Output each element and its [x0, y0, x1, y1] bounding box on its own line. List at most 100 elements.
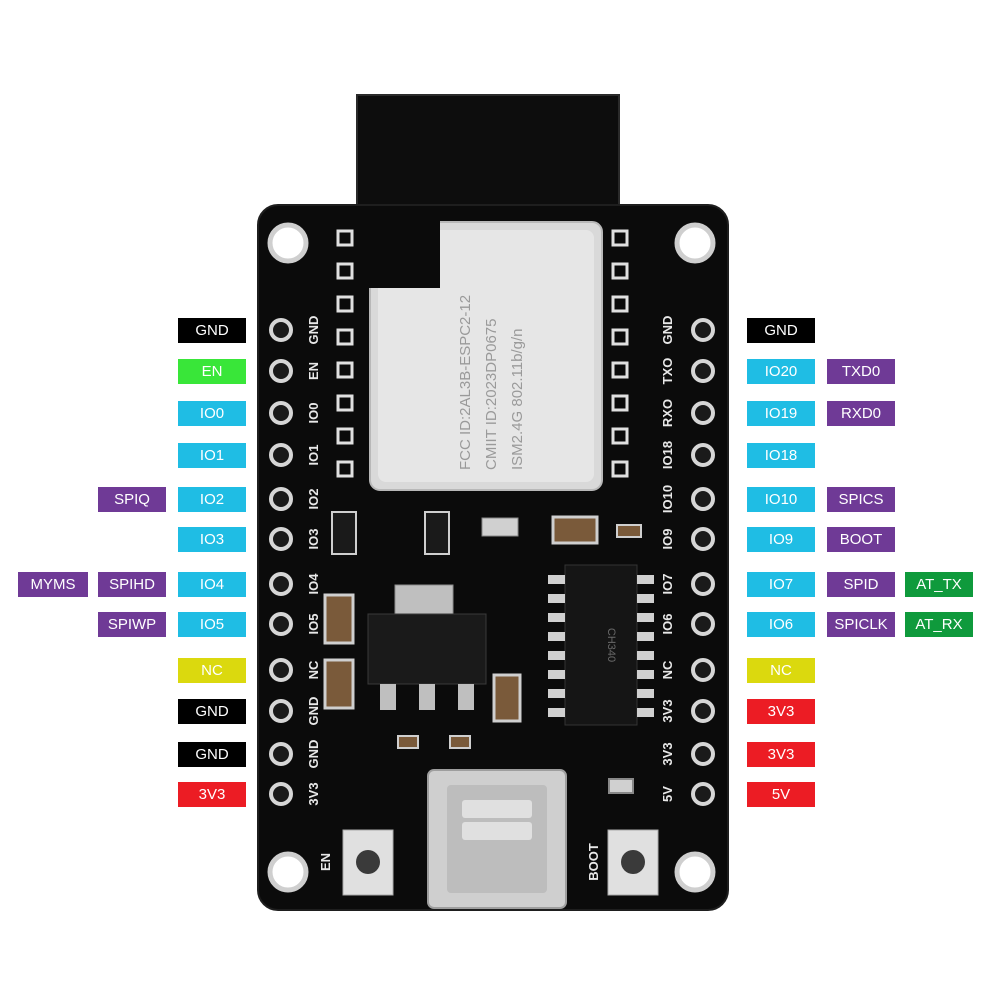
left-header-pin [269, 742, 293, 766]
right-pin-label-3v3: 3V3 [747, 742, 815, 767]
chip-leg [548, 651, 565, 660]
right-header-pin [691, 782, 715, 806]
silkscreen-pin-label: IO5 [306, 614, 321, 635]
right-header-pin [691, 359, 715, 383]
right-pin-label-nc: NC [747, 658, 815, 683]
left-header-pin [269, 782, 293, 806]
usb-serial-chip: CH340 [548, 564, 654, 726]
left-pin-label-en: EN [178, 359, 246, 384]
silkscreen-pin-label: RXO [660, 399, 675, 427]
module-pad [611, 361, 629, 379]
chip-leg [548, 575, 565, 584]
chip-leg [548, 594, 565, 603]
boot-button-label: BOOT [586, 843, 601, 881]
right-header-pin [691, 401, 715, 425]
right-pin-label-io18: IO18 [747, 443, 815, 468]
chip-leg [637, 708, 654, 717]
right-pin-label-gnd: GND [747, 318, 815, 343]
header-pins [269, 318, 715, 806]
silkscreen-pin-label: IO6 [660, 614, 675, 635]
right-pin-label-3v3: 3V3 [747, 699, 815, 724]
right-header-pin [691, 443, 715, 467]
right-pin-label-5v: 5V [747, 782, 815, 807]
right-header-pin [691, 742, 715, 766]
chip-leg [548, 632, 565, 641]
left-pin-label-myms: MYMS [18, 572, 88, 597]
silkscreen-pin-label: IO3 [306, 529, 321, 550]
left-pin-label-io5: IO5 [178, 612, 246, 637]
right-pin-label-at-rx: AT_RX [905, 612, 973, 637]
left-pin-label-spiwp: SPIWP [98, 612, 166, 637]
module-pad [611, 328, 629, 346]
left-pin-label-gnd: GND [178, 742, 246, 767]
right-header-pin [691, 487, 715, 511]
left-pin-label-spiq: SPIQ [98, 487, 166, 512]
right-pin-label-rxd0: RXD0 [827, 401, 895, 426]
module-line-1: FCC ID:2AL3B-ESPC2-12 [457, 295, 474, 470]
silkscreen-pin-label: IO0 [306, 403, 321, 424]
right-pin-label-boot: BOOT [827, 527, 895, 552]
left-pin-label-io2: IO2 [178, 487, 246, 512]
right-header-pin [691, 612, 715, 636]
right-header-pin [691, 318, 715, 342]
silkscreen-pin-label: IO2 [306, 489, 321, 510]
voltage-regulator [367, 584, 487, 710]
silkscreen-pin-label: 5V [660, 786, 675, 802]
module-pad [336, 427, 354, 445]
en-button-label: EN [318, 853, 333, 871]
right-pin-label-io20: IO20 [747, 359, 815, 384]
chip-marking: CH340 [605, 628, 617, 662]
left-header-pin [269, 658, 293, 682]
chip-leg [637, 651, 654, 660]
usb-c-port [427, 769, 567, 909]
chip-leg [637, 670, 654, 679]
silkscreen-pin-label: NC [660, 660, 675, 679]
left-header-pin [269, 612, 293, 636]
right-pin-label-io7: IO7 [747, 572, 815, 597]
module-pad [336, 262, 354, 280]
right-pin-label-io10: IO10 [747, 487, 815, 512]
silkscreen-pin-label: TXO [660, 358, 675, 385]
module-line-2: CMIIT ID:2023DP0675 [483, 319, 500, 470]
silkscreen-pin-label: IO9 [660, 529, 675, 550]
pcb-antenna [356, 94, 620, 226]
right-pin-label-spiclk: SPICLK [827, 612, 895, 637]
module-pad [336, 460, 354, 478]
silkscreen-pin-label: 3V3 [660, 699, 675, 722]
left-header-pin [269, 318, 293, 342]
chip-leg [548, 670, 565, 679]
left-header-pin [269, 443, 293, 467]
wifi-module [368, 218, 603, 491]
silkscreen-pin-label: IO4 [306, 573, 321, 595]
chip-leg [637, 613, 654, 622]
module-pad [336, 394, 354, 412]
right-header-pin [691, 572, 715, 596]
left-pin-label-io0: IO0 [178, 401, 246, 426]
chip-leg [637, 575, 654, 584]
left-pin-label-io3: IO3 [178, 527, 246, 552]
left-header-pin [269, 572, 293, 596]
left-header-pin [269, 359, 293, 383]
right-header-pin [691, 527, 715, 551]
module-pad [611, 295, 629, 313]
left-header-pin [269, 527, 293, 551]
right-header-pin [691, 699, 715, 723]
left-pin-label-io1: IO1 [178, 443, 246, 468]
left-header-pin [269, 487, 293, 511]
silkscreen-pin-label: NC [306, 660, 321, 679]
module-line-3: ISM2.4G 802.11b/g/n [509, 329, 526, 470]
left-pin-label-io4: IO4 [178, 572, 246, 597]
left-pin-label-gnd: GND [178, 318, 246, 343]
module-pad [336, 295, 354, 313]
silkscreen-pin-label: 3V3 [660, 742, 675, 765]
chip-leg [637, 689, 654, 698]
right-pin-label-txd0: TXD0 [827, 359, 895, 384]
silkscreen-pin-label: 3V3 [306, 782, 321, 805]
module-pad [336, 361, 354, 379]
left-pin-label-nc: NC [178, 658, 246, 683]
chip-leg [637, 632, 654, 641]
left-header-pin [269, 699, 293, 723]
